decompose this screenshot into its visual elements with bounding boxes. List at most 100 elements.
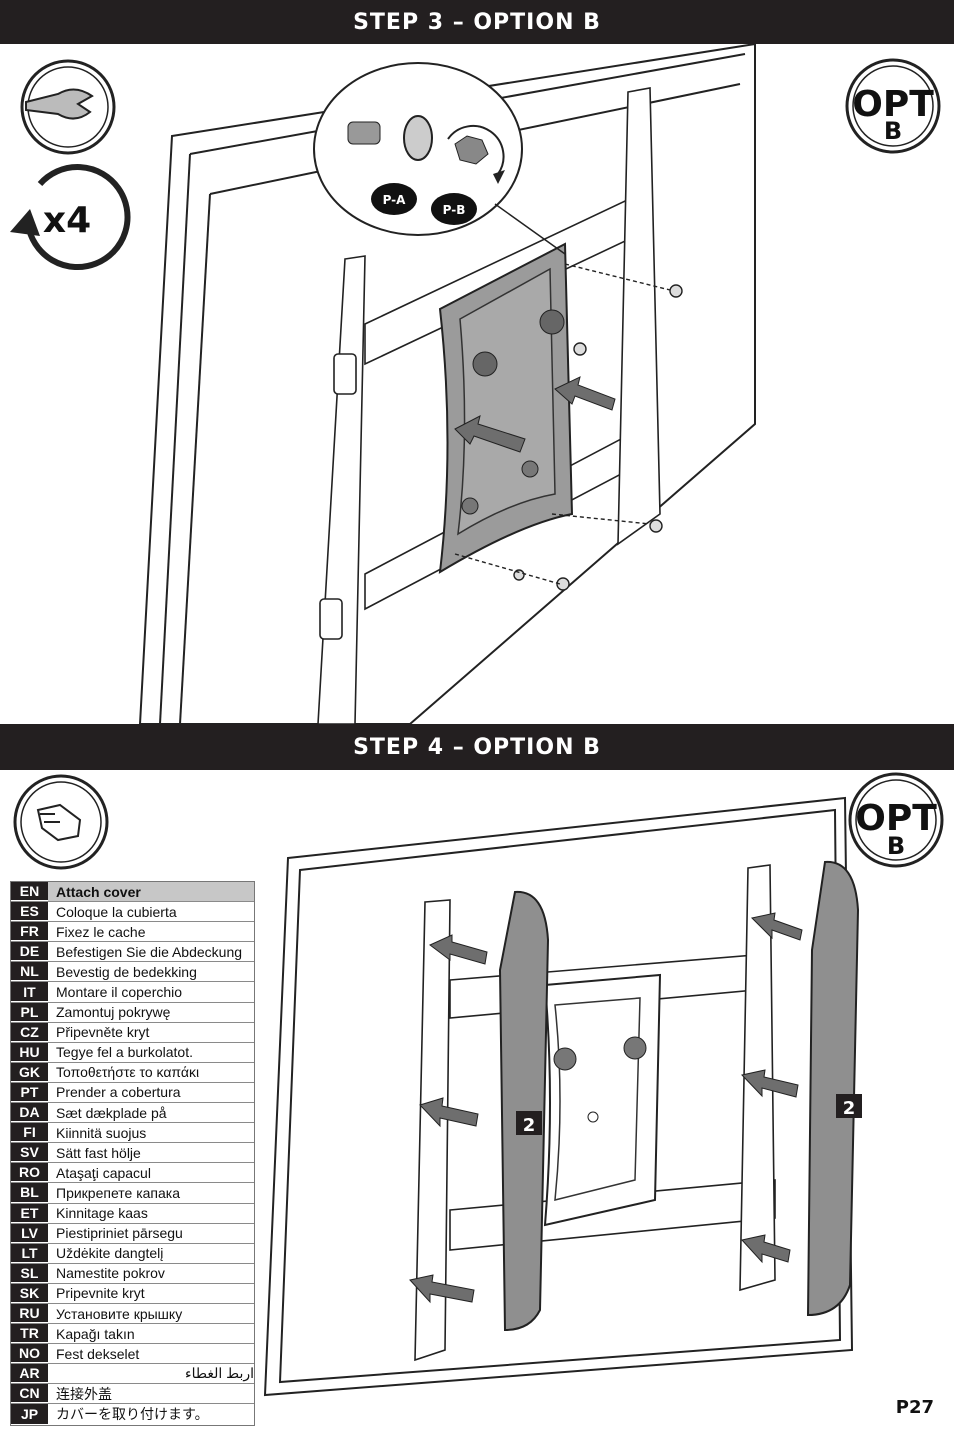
language-code: LV bbox=[11, 1223, 48, 1243]
language-instruction: Установите крышку bbox=[56, 1305, 183, 1322]
language-code: FR bbox=[11, 922, 48, 942]
tv-panel-illustration bbox=[263, 796, 854, 1397]
svg-text:OPT: OPT bbox=[855, 798, 937, 839]
direction-arrows bbox=[454, 376, 616, 453]
language-instruction: Sätt fast hölje bbox=[56, 1144, 141, 1161]
language-row: HU Tegye fel a burkolatot. bbox=[11, 1042, 254, 1063]
callout-pa: P-A bbox=[371, 183, 417, 215]
step3-header: STEP 3 – OPTION B bbox=[0, 0, 954, 44]
language-row: DE Befestigen Sie die Abdeckung bbox=[11, 942, 254, 963]
language-instruction: Kiinnitä suojus bbox=[56, 1124, 147, 1141]
language-instruction: カバーを取り付けます。 bbox=[56, 1406, 209, 1423]
svg-text:B: B bbox=[884, 117, 902, 145]
side-cover-left bbox=[498, 890, 550, 1332]
language-code: ET bbox=[11, 1203, 48, 1223]
language-code: HU bbox=[11, 1042, 48, 1062]
hand-icon bbox=[13, 774, 109, 870]
washer-part bbox=[403, 115, 433, 161]
step3-illustration: P-A P-B x4 OPT B bbox=[10, 44, 941, 724]
language-instruction: Fixez le cache bbox=[56, 923, 146, 940]
language-instruction: Tegye fel a burkolatot. bbox=[56, 1044, 193, 1061]
language-code: NL bbox=[11, 962, 48, 982]
language-instruction: Kapağı takın bbox=[56, 1325, 135, 1342]
language-code: FI bbox=[11, 1123, 48, 1143]
side-cover-right bbox=[806, 860, 860, 1317]
svg-text:2: 2 bbox=[523, 1115, 536, 1136]
language-instruction: Pripevnite kryt bbox=[56, 1285, 145, 1302]
language-row: RU Установите крышку bbox=[11, 1303, 254, 1325]
step3-title: STEP 3 – OPTION B bbox=[353, 9, 601, 35]
language-instruction: Прикрепете капака bbox=[56, 1184, 181, 1201]
direction-arrows bbox=[409, 912, 803, 1304]
adapter-plate bbox=[543, 973, 662, 1227]
opt-b-badge: OPT B bbox=[848, 772, 944, 868]
language-code: AR bbox=[11, 1364, 48, 1384]
language-code: SV bbox=[11, 1143, 48, 1163]
nut-part bbox=[454, 135, 489, 165]
language-instruction: Sæt dækplade på bbox=[56, 1104, 167, 1121]
language-row: CZ Připevněte kryt bbox=[11, 1022, 254, 1043]
adapter-plate bbox=[438, 242, 574, 574]
svg-text:2: 2 bbox=[843, 1098, 856, 1119]
language-instruction: Montare il coperchio bbox=[56, 984, 183, 1001]
language-row: RO Ataşaţi capacul bbox=[11, 1163, 254, 1184]
language-row: NL Bevestig de bedekking bbox=[11, 962, 254, 983]
language-row: SV Sätt fast hölje bbox=[11, 1143, 254, 1164]
language-instruction: Ataşaţi capacul bbox=[56, 1164, 151, 1181]
language-code: EN bbox=[11, 882, 48, 902]
part-label-left: 2 bbox=[516, 1111, 542, 1136]
language-code: RO bbox=[11, 1163, 48, 1183]
language-instruction: Zamontuj pokrywę bbox=[56, 1004, 171, 1021]
language-instruction: 连接外盖 bbox=[56, 1385, 112, 1402]
quantity-indicator: x4 bbox=[10, 164, 131, 270]
opt-b-badge: OPT B bbox=[845, 58, 941, 154]
language-instruction: Befestigen Sie die Abdeckung bbox=[56, 943, 243, 960]
language-row: FI Kiinnitä suojus bbox=[11, 1123, 254, 1144]
language-code: RU bbox=[11, 1303, 48, 1324]
language-code: DE bbox=[11, 942, 48, 962]
language-code: TR bbox=[11, 1324, 48, 1344]
language-code: IT bbox=[11, 982, 48, 1002]
language-code: CZ bbox=[11, 1022, 48, 1042]
part-label-right: 2 bbox=[836, 1094, 862, 1119]
language-row: TR Kapağı takın bbox=[11, 1324, 254, 1345]
svg-text:P-A: P-A bbox=[383, 193, 407, 207]
callout-pb: P-B bbox=[431, 193, 477, 225]
svg-text:OPT: OPT bbox=[852, 84, 934, 125]
language-row: SL Namestite pokrov bbox=[11, 1263, 254, 1284]
svg-text:x4: x4 bbox=[43, 200, 91, 241]
language-instruction: Uždėkite dangtelį bbox=[56, 1245, 164, 1262]
language-code: CN bbox=[11, 1384, 48, 1404]
language-row: JP カバーを取り付けます。 bbox=[11, 1404, 254, 1425]
language-instruction: Τοποθετήστε το καπάκι bbox=[56, 1064, 200, 1081]
language-row: ET Kinnitage kaas bbox=[11, 1203, 254, 1224]
language-code: PT bbox=[11, 1082, 48, 1103]
language-instruction: Kinnitage kaas bbox=[56, 1205, 148, 1222]
language-code: SK bbox=[11, 1283, 48, 1303]
language-instruction: Bevestig de bedekking bbox=[56, 963, 197, 980]
language-row: FR Fixez le cache bbox=[11, 922, 254, 943]
language-row: CN 连接外盖 bbox=[11, 1384, 254, 1405]
standoff-spacer bbox=[347, 121, 381, 145]
language-code: PL bbox=[11, 1002, 48, 1022]
language-row: IT Montare il coperchio bbox=[11, 982, 254, 1003]
language-code: SL bbox=[11, 1263, 48, 1283]
page-number: P27 bbox=[895, 1397, 934, 1418]
rotate-arrow-icon bbox=[10, 209, 40, 236]
step4-title: STEP 4 – OPTION B bbox=[353, 734, 601, 760]
rotate-arrow-icon bbox=[447, 125, 505, 175]
language-code: JP bbox=[11, 1404, 48, 1425]
language-instruction: Připevněte kryt bbox=[56, 1024, 150, 1041]
svg-text:P-B: P-B bbox=[443, 203, 466, 217]
language-instruction: Namestite pokrov bbox=[56, 1265, 165, 1282]
